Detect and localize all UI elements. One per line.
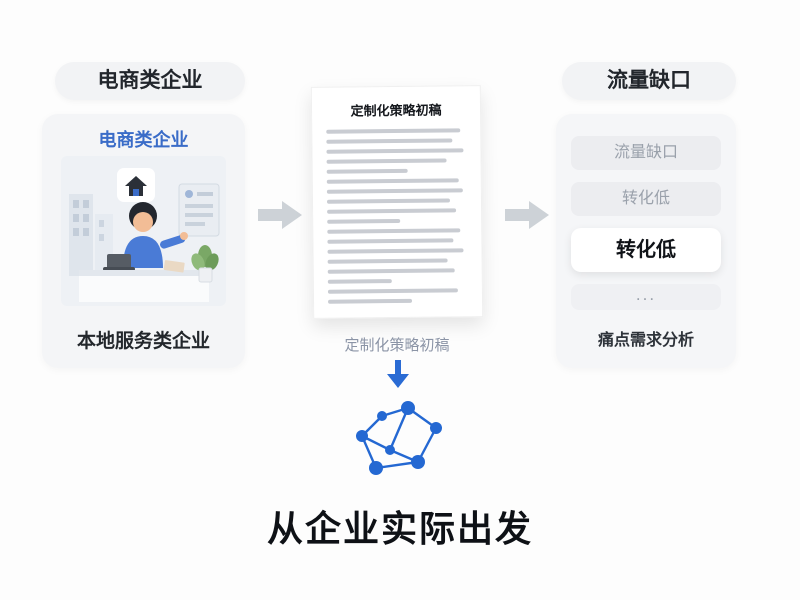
pain-point-item: 流量缺口	[571, 136, 721, 170]
doc-text-line	[327, 258, 449, 264]
label-pill-traffic-gap: 流量缺口	[562, 62, 736, 100]
document-title: 定制化策略初稿	[350, 102, 442, 119]
enterprise-card: 电商类企业	[42, 114, 245, 368]
enterprise-card-title: 电商类企业	[98, 130, 189, 150]
doc-text-line	[326, 178, 459, 184]
doc-text-line	[328, 298, 413, 304]
arrow-right-icon	[505, 200, 549, 230]
pain-point-caption: 痛点需求分析	[597, 332, 694, 349]
doc-text-line	[326, 158, 447, 164]
doc-text-line	[327, 218, 401, 224]
enterprise-card-caption: 本地服务类企业	[76, 331, 210, 352]
strategy-document: 定制化策略初稿	[310, 85, 484, 319]
doc-text-line	[326, 138, 453, 144]
office-worker-illustration	[61, 156, 226, 306]
doc-text-line	[326, 198, 451, 204]
doc-text-line	[327, 228, 461, 234]
doc-text-line	[326, 168, 408, 174]
doc-text-line	[326, 188, 463, 194]
doc-text-line	[326, 148, 464, 154]
doc-text-line	[327, 238, 454, 244]
label-pill-ecommerce: 电商类企业	[55, 62, 245, 100]
doc-text-line	[326, 128, 461, 134]
pain-point-item: 转化低	[571, 228, 721, 272]
pain-point-item: ...	[571, 284, 721, 310]
network-graph-icon	[352, 398, 448, 482]
pain-point-item: 转化低	[571, 182, 721, 216]
headline-text: 从企业实际出发	[266, 508, 533, 549]
doc-text-line	[327, 268, 456, 274]
document-caption: 定制化策略初稿	[344, 337, 450, 354]
arrow-down-icon	[386, 360, 410, 388]
doc-text-line	[327, 288, 459, 294]
doc-text-line	[327, 279, 393, 284]
doc-text-line	[327, 248, 464, 254]
arrow-right-icon	[258, 200, 302, 230]
pain-point-card: 流量缺口转化低转化低... 痛点需求分析	[556, 114, 736, 368]
doc-lines	[312, 118, 482, 304]
office-scene-icon	[61, 156, 226, 306]
doc-text-line	[327, 208, 456, 214]
pain-point-list: 流量缺口转化低转化低...	[571, 136, 721, 310]
